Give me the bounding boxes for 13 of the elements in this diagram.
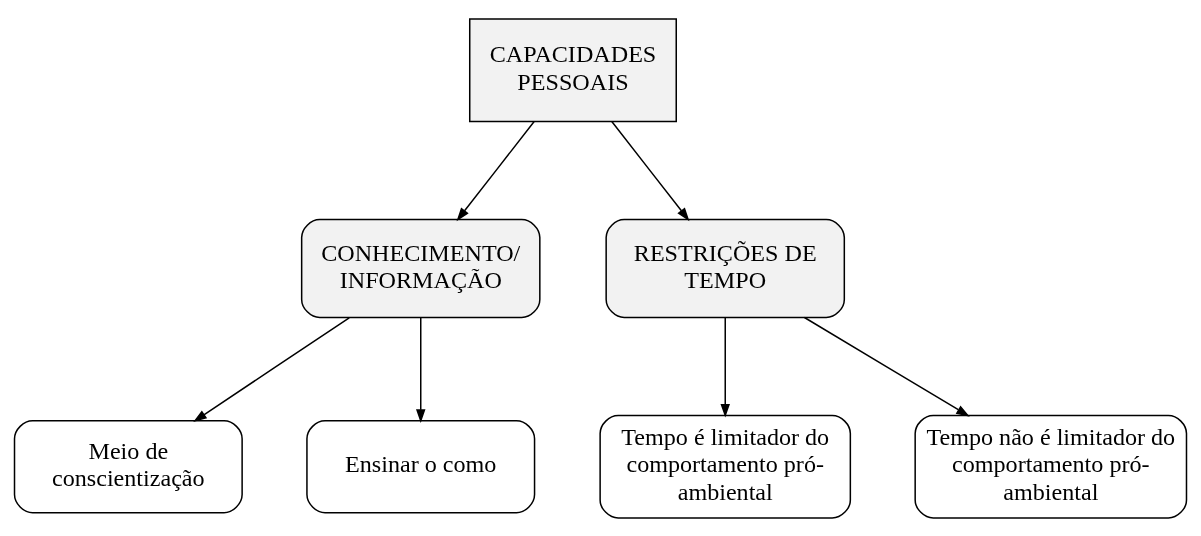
node-box: CAPACIDADES PESSOAIS	[469, 17, 677, 122]
arrow	[416, 316, 426, 423]
arrow	[193, 316, 350, 422]
node-box: Ensinar o como	[306, 419, 536, 513]
node-box: Tempo não é limitador do comportamento pró- ambiental	[914, 414, 1188, 519]
node-box: RESTRIÇÕES DE TEMPO	[605, 218, 846, 318]
node-box: CONHECIMENTO/ INFORMAÇÃO	[300, 218, 541, 318]
arrow	[611, 120, 690, 221]
arrow	[720, 316, 730, 417]
node-box: Meio de conscientização	[13, 419, 243, 513]
node-box: Tempo é limitador do comportamento pró- ambiental	[599, 414, 852, 519]
arrow	[803, 316, 970, 417]
arrow	[456, 120, 535, 221]
